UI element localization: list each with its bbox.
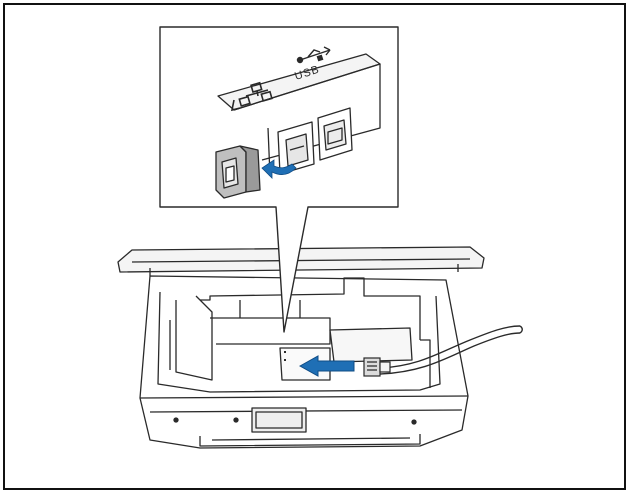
rear-port-panel	[217, 53, 381, 177]
printer	[117, 246, 485, 449]
usb-plug	[215, 145, 261, 199]
usb-plug-lower	[363, 357, 391, 377]
callout-box: USB	[159, 26, 399, 333]
left-arrow-icon	[298, 355, 355, 377]
usb-symbol-icon	[296, 46, 331, 64]
network-symbol-icon	[230, 81, 273, 112]
usb-cable	[379, 325, 523, 375]
scanner-lid	[117, 246, 485, 273]
illustration-frame	[3, 3, 626, 490]
control-panel-display	[251, 407, 307, 433]
removal-arrow-icon	[261, 159, 297, 179]
paper-tray	[199, 434, 421, 447]
